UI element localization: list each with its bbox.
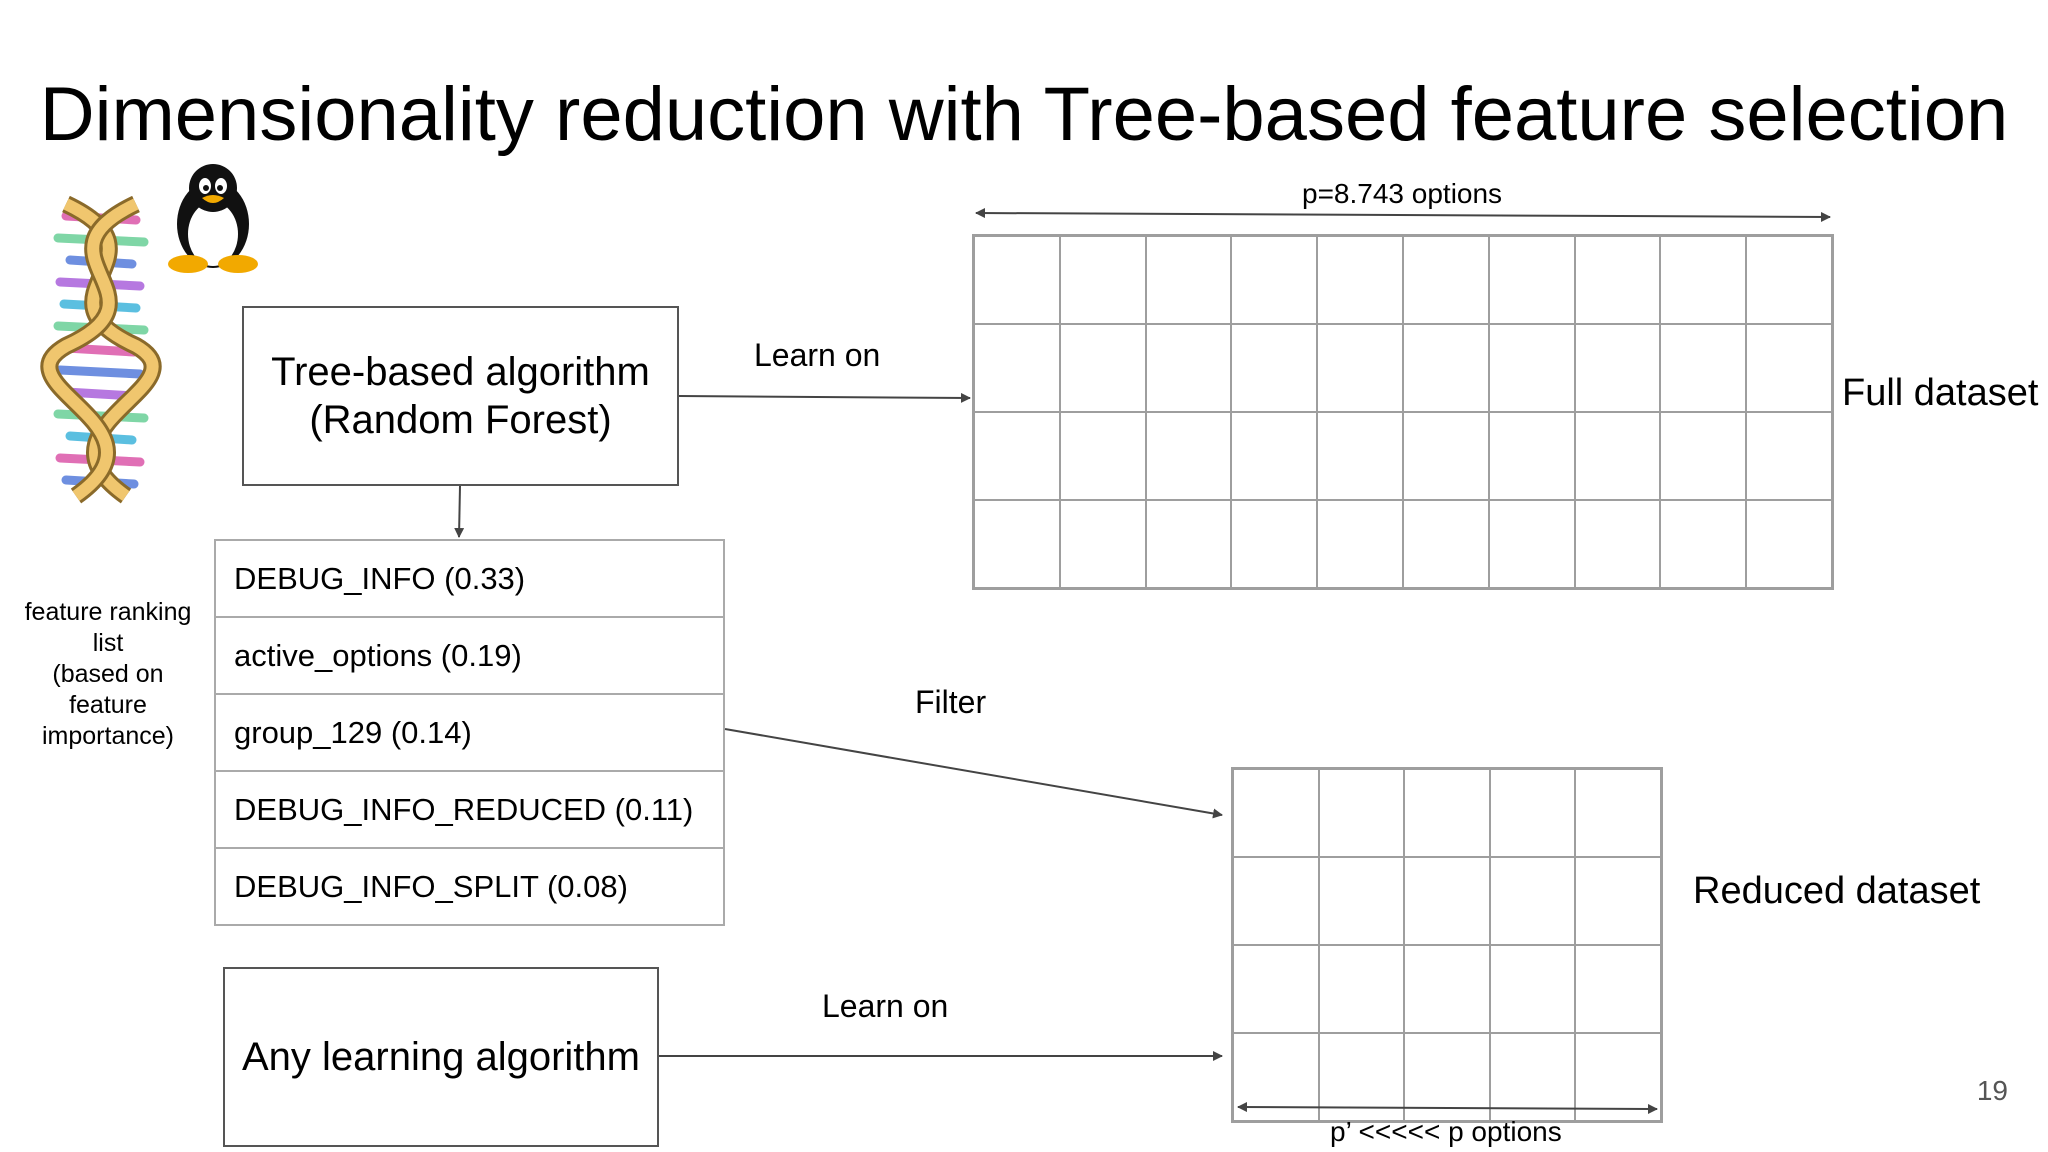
learn-on-top-label: Learn on [754, 337, 881, 373]
full-dataset-dimension: p=8.743 options [1302, 178, 1503, 209]
grid-cell [1318, 1033, 1405, 1121]
grid-cell [1145, 412, 1232, 500]
learn-on-bottom-label: Learn on [822, 988, 949, 1024]
grid-cell [1233, 857, 1319, 945]
ranking-note-line: importance) [42, 722, 174, 750]
ranking-note-line: (based on [52, 660, 164, 688]
grid-cell [1575, 945, 1661, 1033]
dna-helix-icon [40, 196, 162, 504]
ranking-item: DEBUG_INFO_SPLIT (0.08) [214, 847, 725, 926]
tree-algorithm-box: Tree-based algorithm (Random Forest) [242, 306, 679, 486]
grid-cell [1318, 945, 1405, 1033]
learn-on-top-arrow [678, 392, 971, 403]
grid-cell [1488, 236, 1575, 324]
grid-cell [1746, 412, 1832, 500]
grid-cell [1231, 412, 1318, 500]
slide-title: Dimensionality reduction with Tree-based… [39, 72, 2009, 157]
ranking-note-line: feature [69, 691, 147, 719]
grid-cell [1059, 236, 1146, 324]
grid-cell [974, 324, 1060, 412]
reduced-dimension-arrow [1237, 1102, 1658, 1114]
grid-cell [1488, 412, 1575, 500]
grid-cell [1660, 324, 1747, 412]
grid-cell [1489, 857, 1576, 945]
ranking-note-line: list [92, 629, 124, 657]
grid-cell [1403, 324, 1489, 412]
reduced-dataset-grid [1231, 767, 1663, 1123]
grid-cell [1059, 412, 1146, 500]
full-dataset-label: Full dataset [1842, 372, 2039, 414]
grid-cell [1403, 500, 1489, 588]
page-number: 19 [1976, 1075, 2008, 1106]
grid-cell [974, 412, 1060, 500]
filter-arrow [724, 728, 1223, 819]
grid-cell [1575, 857, 1661, 945]
tree-algorithm-name: Tree-based algorithm [271, 350, 650, 394]
grid-cell [1488, 324, 1575, 412]
reduced-dataset-dimension: p’ <<<<< p options [1330, 1116, 1562, 1147]
grid-cell [1574, 324, 1661, 412]
grid-cell [1574, 412, 1661, 500]
grid-cell [1145, 236, 1232, 324]
grid-cell [1489, 769, 1576, 857]
grid-cell [1660, 500, 1747, 588]
grid-cell [1404, 945, 1490, 1033]
grid-cell [1746, 236, 1832, 324]
grid-cell [1317, 324, 1403, 412]
grid-cell [1403, 412, 1489, 500]
grid-cell [974, 236, 1060, 324]
grid-cell [1574, 500, 1661, 588]
tree-algorithm-variant: (Random Forest) [309, 398, 612, 442]
grid-cell [1746, 324, 1832, 412]
linux-penguin-icon [168, 164, 258, 273]
filter-label: Filter [915, 684, 987, 720]
grid-cell [1660, 412, 1747, 500]
grid-cell [1233, 945, 1319, 1033]
grid-cell [1403, 236, 1489, 324]
ranking-note: feature ranking list (based on feature i… [10, 597, 206, 752]
grid-cell [1231, 500, 1318, 588]
grid-cell [1404, 769, 1490, 857]
grid-cell [1317, 236, 1403, 324]
tree-to-ranking-arrow [454, 485, 465, 538]
grid-cell [1318, 857, 1405, 945]
grid-cell [1317, 412, 1403, 500]
ranking-note-line: feature ranking [24, 598, 192, 626]
grid-cell [1233, 1033, 1319, 1121]
feature-ranking-list: DEBUG_INFO (0.33) active_options (0.19) … [214, 539, 725, 926]
grid-cell [1404, 857, 1490, 945]
grid-cell [1317, 500, 1403, 588]
full-dataset-grid [972, 234, 1834, 590]
grid-cell [1574, 236, 1661, 324]
any-algorithm-label: Any learning algorithm [242, 1035, 640, 1079]
grid-cell [1318, 769, 1405, 857]
ranking-item: active_options (0.19) [214, 616, 725, 695]
grid-cell [1059, 324, 1146, 412]
grid-cell [1233, 769, 1319, 857]
grid-cell [1231, 236, 1318, 324]
grid-cell [1488, 500, 1575, 588]
ranking-item: DEBUG_INFO_REDUCED (0.11) [214, 770, 725, 849]
grid-cell [1145, 324, 1232, 412]
grid-cell [1489, 945, 1576, 1033]
grid-cell [1746, 500, 1832, 588]
grid-cell [1575, 769, 1661, 857]
grid-cell [1059, 500, 1146, 588]
grid-cell [1575, 1033, 1661, 1121]
grid-cell [1660, 236, 1747, 324]
any-algorithm-box: Any learning algorithm [223, 967, 659, 1147]
grid-cell [974, 500, 1060, 588]
grid-cell [1489, 1033, 1576, 1121]
grid-cell [1404, 1033, 1490, 1121]
grid-cell [1231, 324, 1318, 412]
grid-cell [1145, 500, 1232, 588]
full-dimension-arrow [975, 208, 1831, 222]
reduced-dataset-label: Reduced dataset [1693, 870, 1981, 912]
